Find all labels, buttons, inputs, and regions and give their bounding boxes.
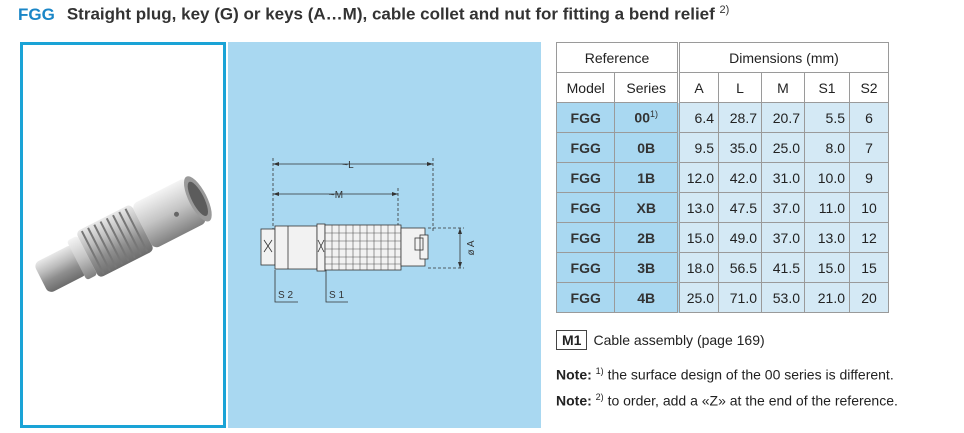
title-text: Straight plug, key (G) or keys (A…M), ca… xyxy=(66,4,715,24)
cell-a: 15.0 xyxy=(677,222,719,253)
cell-l: 42.0 xyxy=(718,162,762,193)
cell-l: 47.5 xyxy=(718,192,762,223)
series-value: 00 xyxy=(634,109,650,126)
cell-m: 53.0 xyxy=(761,282,805,313)
cell-m: 41.5 xyxy=(761,252,805,283)
col-header-a: A xyxy=(677,72,719,103)
cell-l: 49.0 xyxy=(718,222,762,253)
cell-model: FGG xyxy=(555,252,616,283)
col-header-s1: S1 xyxy=(804,72,850,103)
cell-a: 18.0 xyxy=(677,252,719,283)
cell-s2: 7 xyxy=(849,132,889,163)
cell-s1: 8.0 xyxy=(804,132,850,163)
note-text: to order, add a «Z» at the end of the re… xyxy=(607,392,898,409)
cell-model: FGG xyxy=(555,102,616,133)
col-header-m: M xyxy=(761,72,805,103)
product-photo-panel xyxy=(20,42,226,428)
dimension-drawing: ~L ~M ø A S 2 S 1 xyxy=(260,158,477,303)
group-header-dimensions: Dimensions (mm) xyxy=(677,42,889,73)
note-ref: 1) xyxy=(595,366,604,376)
cell-series: 1B xyxy=(614,162,679,193)
column-header-row: Model Series A L M S1 S2 xyxy=(555,72,889,103)
cell-series: 001) xyxy=(614,102,679,133)
cell-s1: 10.0 xyxy=(804,162,850,193)
cell-model: FGG xyxy=(555,192,616,223)
cell-series: 0B xyxy=(614,132,679,163)
connector-photo xyxy=(35,176,212,292)
note-1: Note: 1) the surface design of the 00 se… xyxy=(556,366,894,383)
table-row: FGG 1B 12.0 42.0 31.0 10.0 9 xyxy=(555,162,889,193)
label-S2: S 2 xyxy=(278,290,293,301)
cell-l: 35.0 xyxy=(718,132,762,163)
cell-a: 9.5 xyxy=(677,132,719,163)
title-code: FGG xyxy=(18,4,55,24)
cell-l: 71.0 xyxy=(718,282,762,313)
col-header-model: Model xyxy=(555,72,616,103)
col-header-l: L xyxy=(718,72,762,103)
cell-s2: 10 xyxy=(849,192,889,223)
title-note-ref: 2) xyxy=(719,4,730,16)
table-row: FGG 0B 9.5 35.0 25.0 8.0 7 xyxy=(555,132,889,163)
cell-a: 6.4 xyxy=(677,102,719,133)
cell-s2: 12 xyxy=(849,222,889,253)
note-ref: 2) xyxy=(595,392,604,402)
cell-s2: 9 xyxy=(849,162,889,193)
cell-s1: 13.0 xyxy=(804,222,850,253)
group-header-row: Reference Dimensions (mm) xyxy=(556,42,889,73)
note-label: Note: xyxy=(556,366,592,383)
cell-m: 20.7 xyxy=(761,102,805,133)
cell-s2: 15 xyxy=(849,252,889,283)
cell-model: FGG xyxy=(555,282,616,313)
label-L: ~L xyxy=(342,160,354,171)
dimensions-table: Reference Dimensions (mm) Model Series A… xyxy=(555,42,889,313)
cell-series: XB xyxy=(614,192,679,223)
cell-a: 13.0 xyxy=(677,192,719,223)
table-row: FGG 4B 25.0 71.0 53.0 21.0 20 xyxy=(555,282,889,313)
cell-a: 25.0 xyxy=(677,282,719,313)
table-row: FGG 3B 18.0 56.5 41.5 15.0 15 xyxy=(555,252,889,283)
note-text: the surface design of the 00 series is d… xyxy=(607,366,894,383)
cell-m: 37.0 xyxy=(761,192,805,223)
table-row: FGG 2B 15.0 49.0 37.0 13.0 12 xyxy=(555,222,889,253)
m1-badge: M1 xyxy=(556,330,588,350)
cell-model: FGG xyxy=(555,162,616,193)
col-header-s2: S2 xyxy=(849,72,889,103)
group-header-reference: Reference xyxy=(556,42,679,73)
technical-drawing-panel: ~L ~M ø A S 2 S 1 xyxy=(228,42,541,428)
cell-m: 37.0 xyxy=(761,222,805,253)
label-M: ~M xyxy=(329,190,343,201)
col-header-series: Series xyxy=(614,72,679,103)
cell-series: 4B xyxy=(614,282,679,313)
cell-s1: 5.5 xyxy=(804,102,850,133)
cell-s1: 11.0 xyxy=(804,192,850,223)
cable-assembly-reference: M1 Cable assembly (page 169) xyxy=(556,330,765,350)
page-title: FGG Straight plug, key (G) or keys (A…M),… xyxy=(18,4,729,25)
cell-l: 56.5 xyxy=(718,252,762,283)
cell-s2: 6 xyxy=(849,102,889,133)
note-label: Note: xyxy=(556,392,592,409)
cell-series: 3B xyxy=(614,252,679,283)
table-row: FGG 001) 6.4 28.7 20.7 5.5 6 xyxy=(555,102,889,133)
cell-s2: 20 xyxy=(849,282,889,313)
label-A: ø A xyxy=(466,240,477,255)
cell-s1: 21.0 xyxy=(804,282,850,313)
cell-m: 25.0 xyxy=(761,132,805,163)
cell-s1: 15.0 xyxy=(804,252,850,283)
table-row: FGG XB 13.0 47.5 37.0 11.0 10 xyxy=(555,192,889,223)
m1-text: Cable assembly (page 169) xyxy=(593,332,765,348)
series-note: 1) xyxy=(649,109,658,120)
cell-model: FGG xyxy=(555,222,616,253)
cell-a: 12.0 xyxy=(677,162,719,193)
cell-m: 31.0 xyxy=(761,162,805,193)
label-S1: S 1 xyxy=(329,290,344,301)
cell-l: 28.7 xyxy=(718,102,762,133)
cell-series: 2B xyxy=(614,222,679,253)
cell-model: FGG xyxy=(555,132,616,163)
note-2: Note: 2) to order, add a «Z» at the end … xyxy=(556,392,898,409)
